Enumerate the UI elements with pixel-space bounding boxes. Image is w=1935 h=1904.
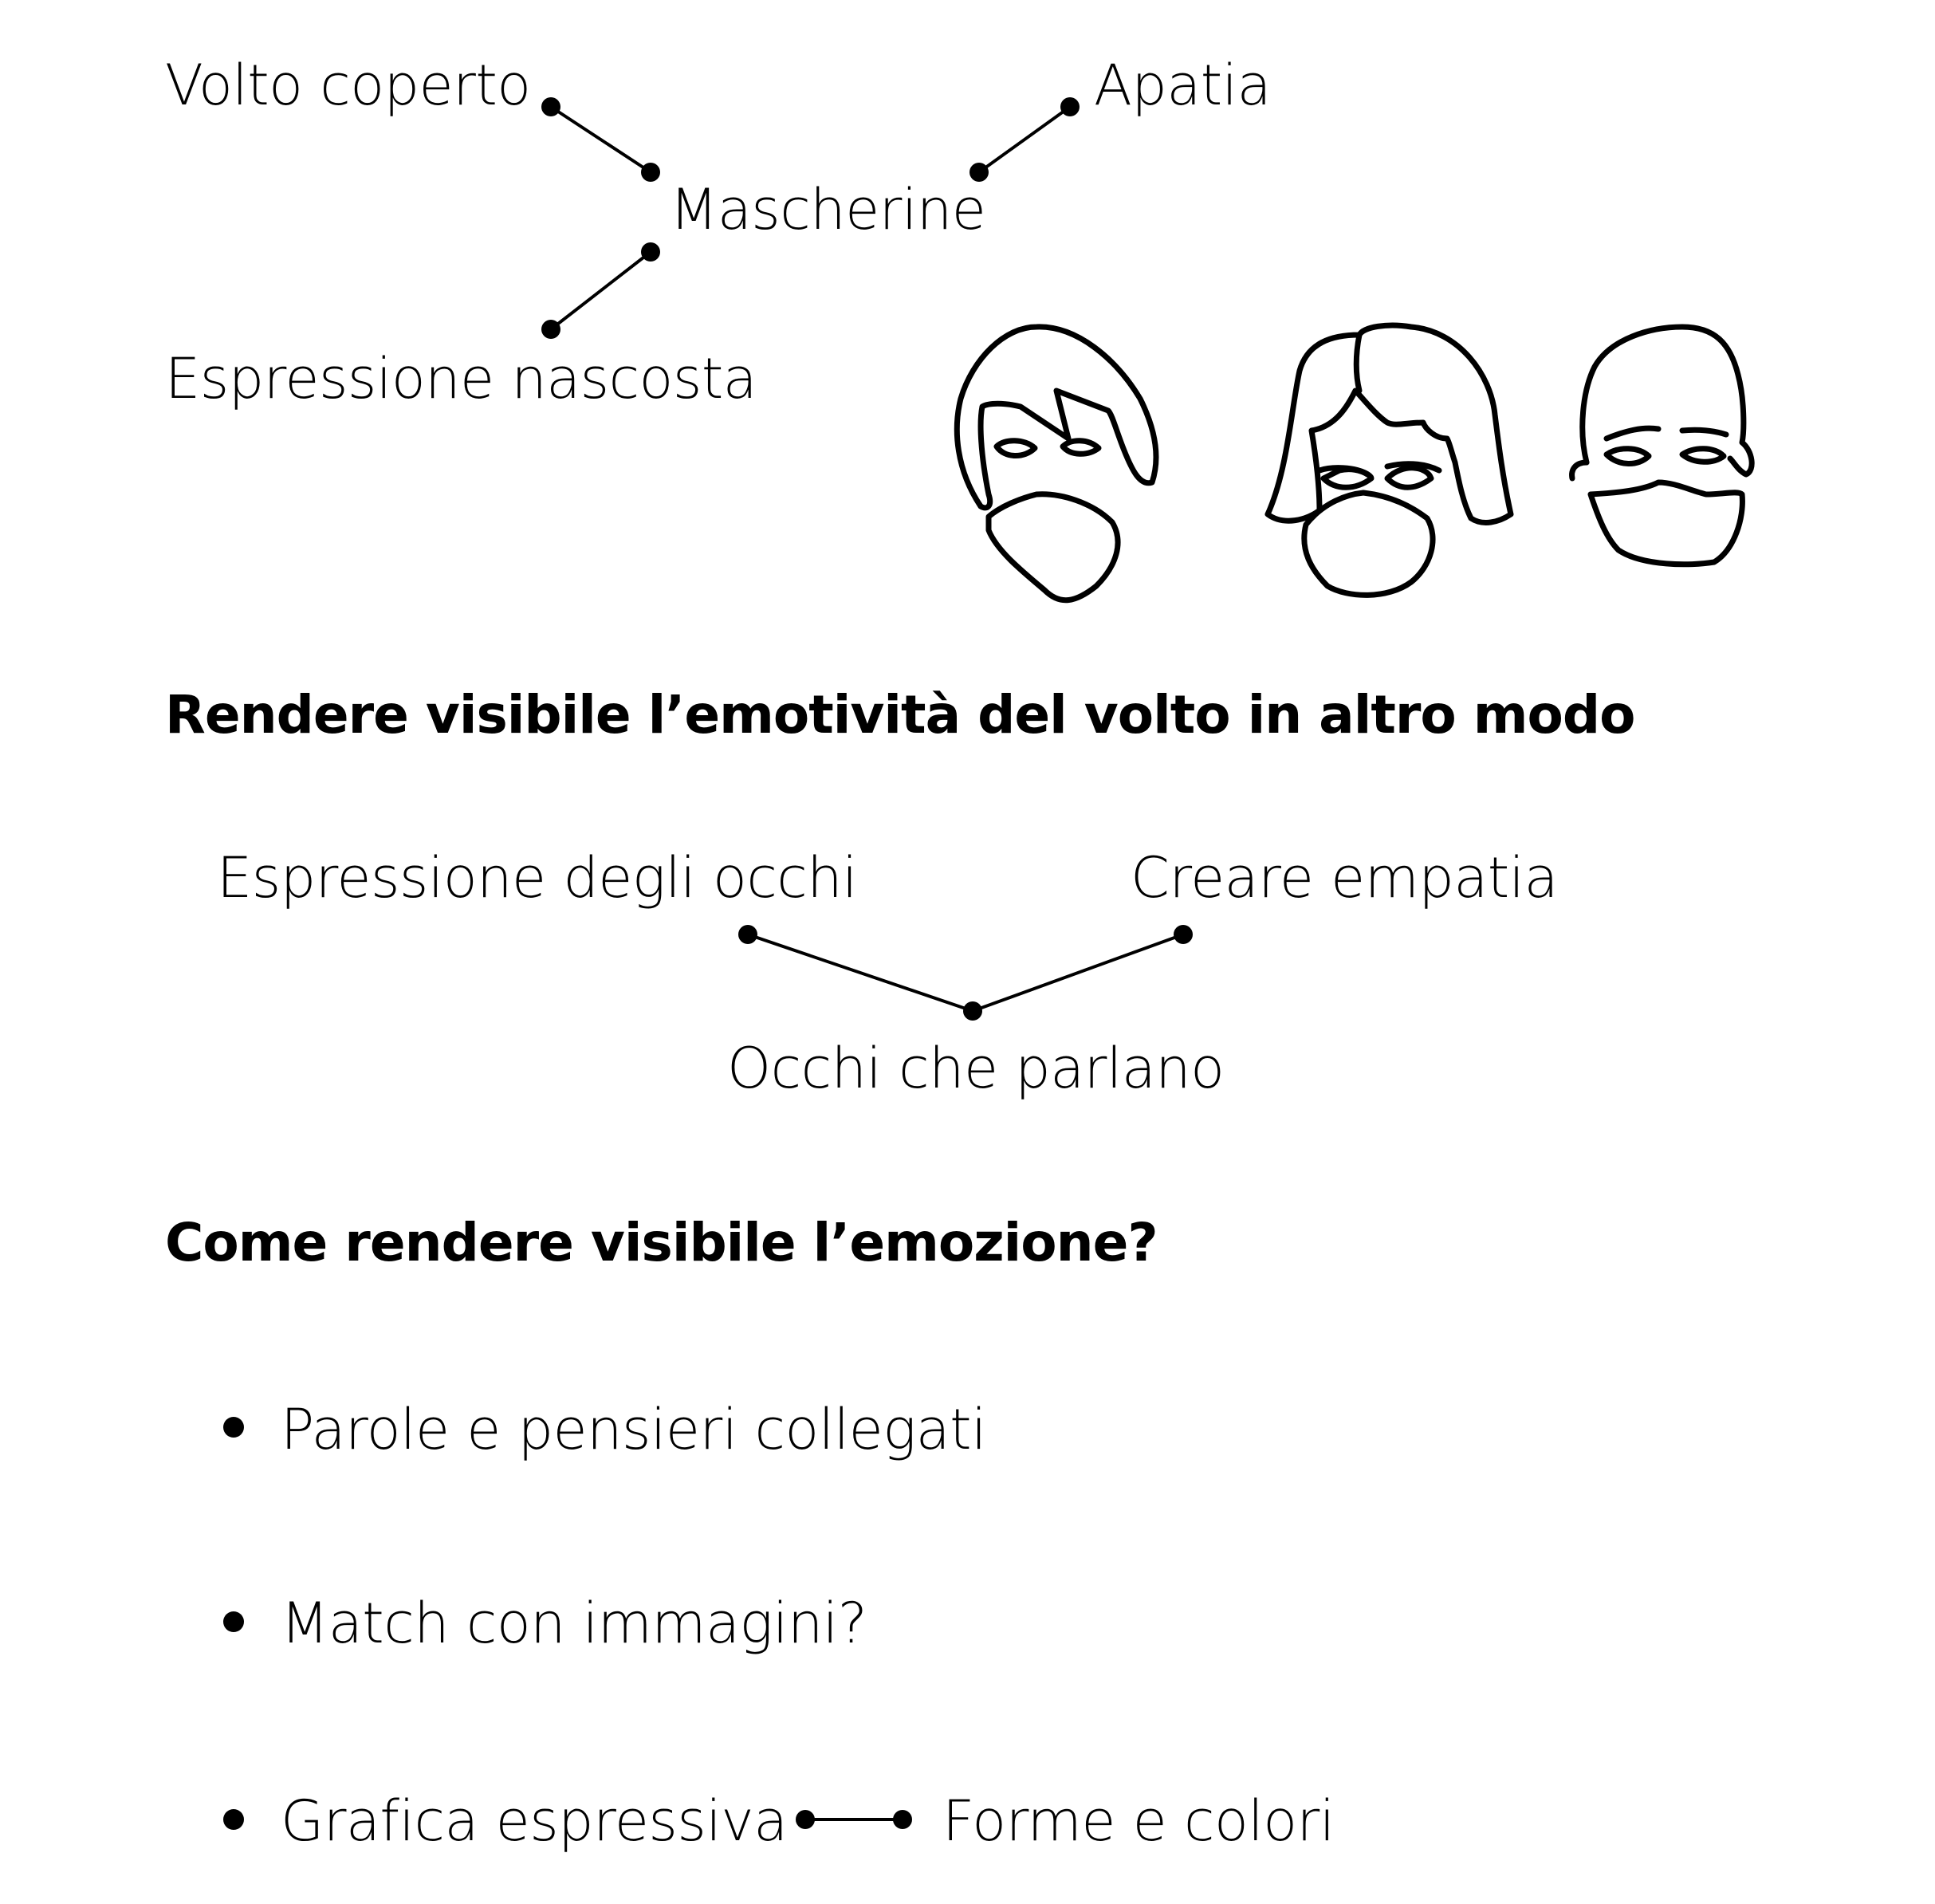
face-with-mask-long-hair-icon	[1264, 322, 1514, 598]
node-volto-coperto: Volto coperto	[165, 53, 531, 118]
node-dot	[541, 97, 560, 116]
connector-volto-coperto	[549, 105, 652, 174]
list-item-grafica: Grafica espressiva	[281, 1788, 788, 1854]
bullet-dot	[223, 1417, 244, 1438]
node-dot	[963, 1001, 982, 1021]
node-dot	[1174, 925, 1193, 944]
node-dot	[893, 1810, 912, 1829]
node-mascherine: Mascherine	[670, 177, 986, 242]
linked-forme-colori: Forme e colori	[942, 1788, 1335, 1854]
node-dot	[641, 163, 660, 182]
node-apatia: Apatia	[1094, 53, 1272, 118]
face-with-mask-short-hair-icon	[954, 324, 1159, 604]
bullet-dot	[223, 1611, 244, 1632]
node-creare-empatia: Creare empatia	[1131, 845, 1559, 911]
node-espressione-nascosta: Espressione nascosta	[165, 346, 757, 411]
node-dot	[641, 242, 660, 262]
node-dot	[1060, 97, 1080, 116]
list-item-parole: Parole e pensieri collegati	[281, 1397, 987, 1462]
node-dot	[969, 163, 989, 182]
connector-espressione-occhi	[747, 933, 973, 1013]
section-heading-emozione: Come rendere visibile l’emozione?	[165, 1212, 1158, 1273]
node-espressione-occhi: Espressione degli occhi	[217, 845, 858, 911]
masked-faces-illustration	[954, 322, 1755, 604]
section-heading-emotivita: Rendere visibile l’emotività del volto i…	[165, 684, 1635, 745]
connector-apatia	[977, 105, 1072, 174]
connector-espressione-nascosta	[549, 250, 652, 331]
bullet-dot	[223, 1809, 244, 1830]
node-occhi-che-parlano: Occhi che parlano	[727, 1036, 1225, 1101]
node-dot	[738, 925, 757, 944]
node-dot	[796, 1810, 815, 1829]
connector-creare-empatia	[972, 933, 1184, 1013]
node-dot	[541, 320, 560, 339]
face-with-mask-bald-icon	[1569, 324, 1755, 568]
list-item-match: Match con immagini?	[281, 1591, 867, 1656]
